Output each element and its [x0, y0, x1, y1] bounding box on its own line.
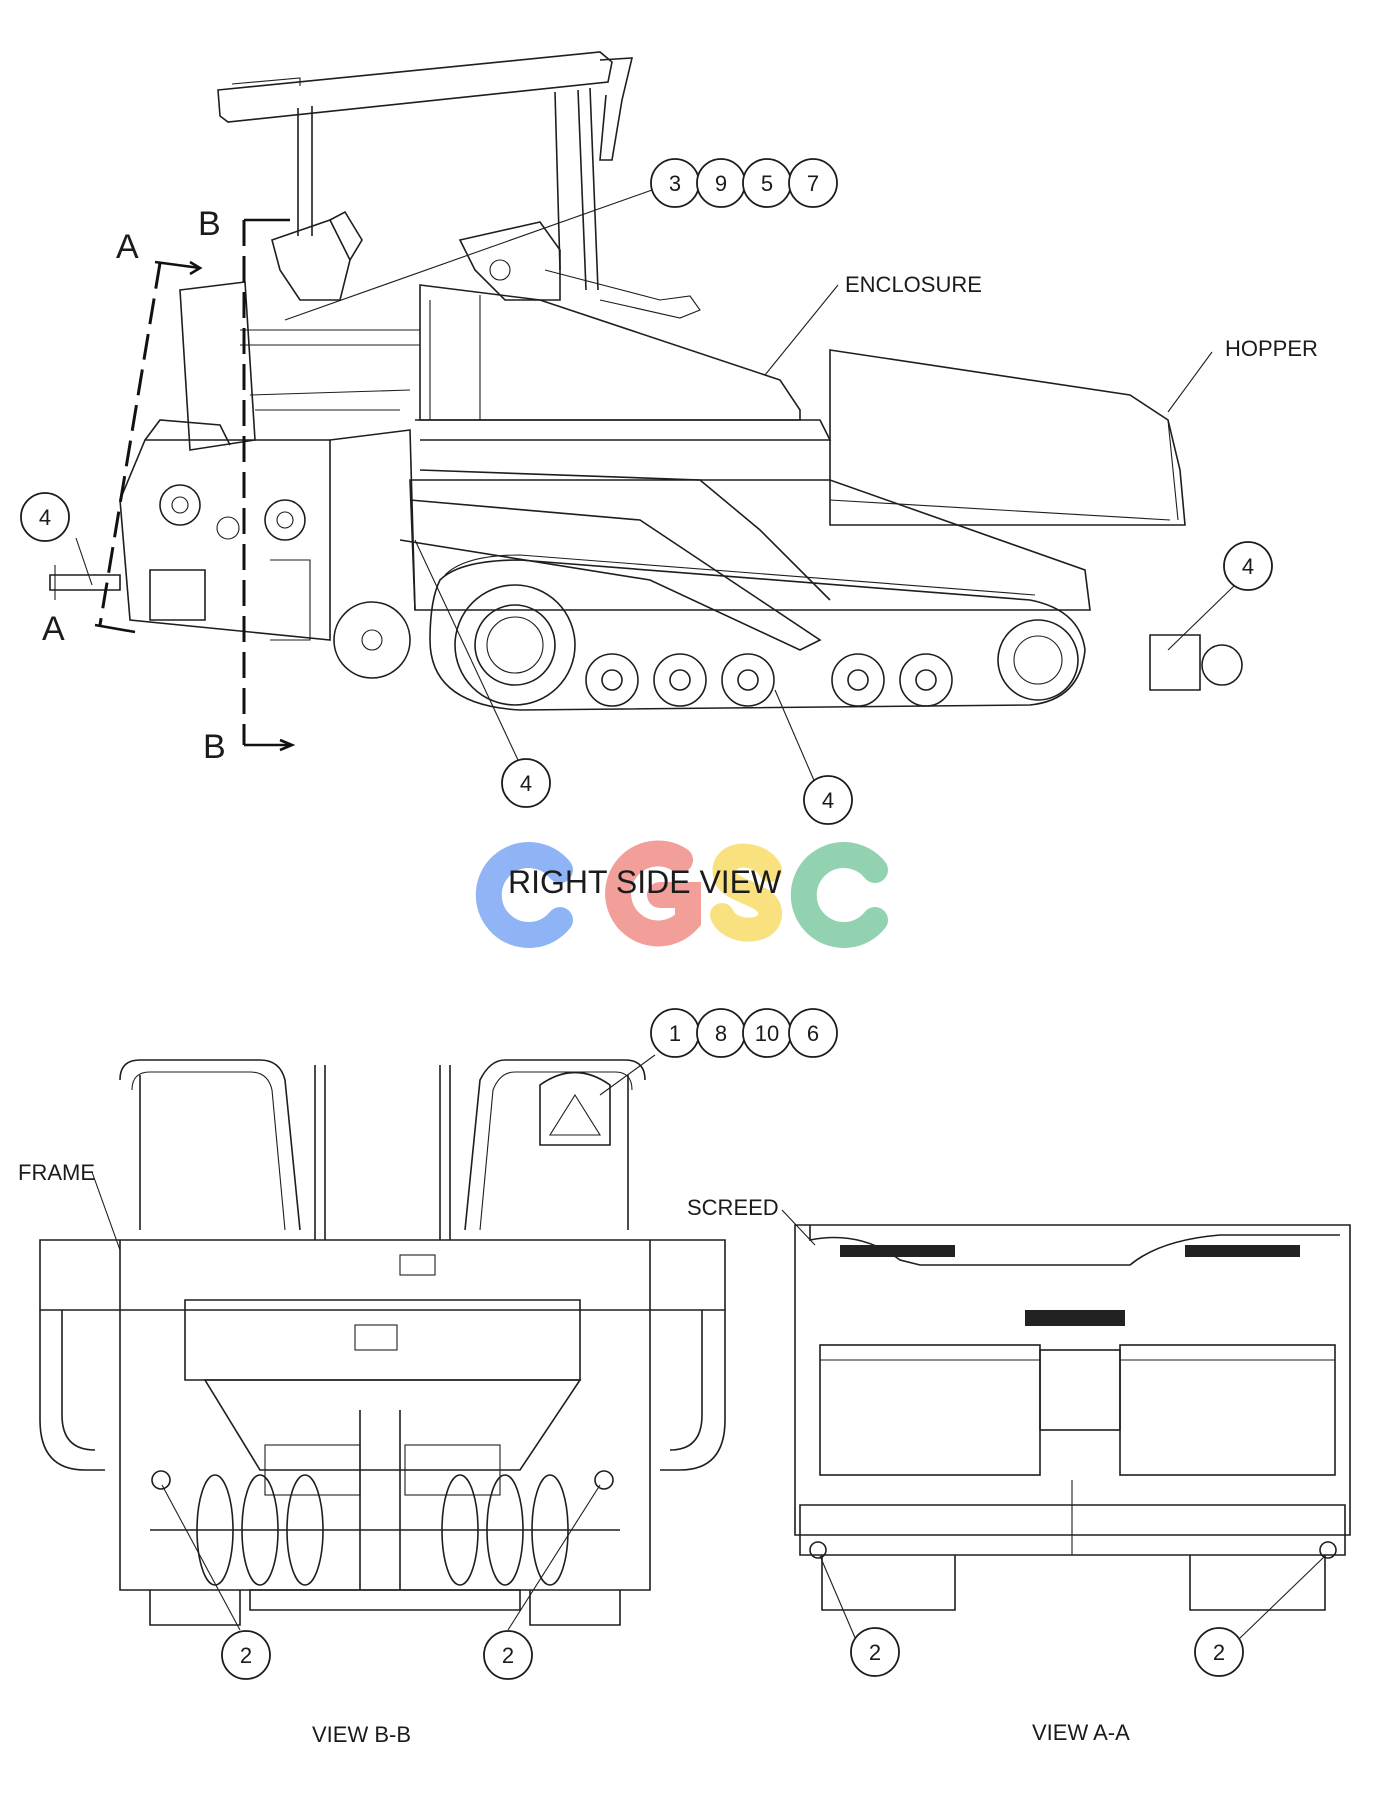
svg-text:7: 7: [807, 171, 819, 196]
svg-text:4: 4: [1242, 554, 1254, 579]
callout-2-aa-left: 2: [850, 1627, 900, 1677]
svg-text:5: 5: [761, 171, 773, 196]
svg-text:4: 4: [520, 771, 532, 796]
svg-text:10: 10: [755, 1021, 779, 1046]
callout-group-bb: 1 8 10 6: [650, 1008, 838, 1058]
section-b-label-top: B: [198, 205, 221, 243]
watermark-logo: [475, 840, 888, 948]
leader-lines-top: [75, 189, 1236, 786]
svg-text:2: 2: [240, 1643, 252, 1668]
right-side-view-title: RIGHT SIDE VIEW: [508, 864, 782, 900]
view-bb-drawing: [39, 1059, 726, 1626]
svg-text:2: 2: [869, 1640, 881, 1665]
label-hopper: HOPPER: [1225, 336, 1318, 361]
svg-text:4: 4: [39, 505, 51, 530]
callout-group-top: 3 9 5 7: [650, 158, 838, 208]
svg-text:9: 9: [715, 171, 727, 196]
view-aa-title: VIEW A-A: [1032, 1720, 1130, 1745]
section-b-label-bottom: B: [203, 728, 226, 766]
callout-4-mid: 4: [501, 758, 551, 808]
svg-text:2: 2: [502, 1643, 514, 1668]
callout-4-track: 4: [803, 775, 853, 825]
svg-text:1: 1: [669, 1021, 681, 1046]
callout-4-front: 4: [1223, 541, 1273, 591]
paver-side-drawing: [49, 51, 1243, 711]
view-aa-drawing: [794, 1224, 1351, 1611]
leader-lines-bb: [91, 1054, 656, 1631]
view-bb-title: VIEW B-B: [312, 1722, 411, 1747]
section-line-a: [94, 260, 203, 634]
label-enclosure: ENCLOSURE: [845, 272, 982, 297]
label-screed: SCREED: [687, 1195, 779, 1220]
svg-text:3: 3: [669, 171, 681, 196]
callout-2-bb-left: 2: [221, 1630, 271, 1680]
section-line-b: [242, 218, 296, 752]
svg-text:8: 8: [715, 1021, 727, 1046]
label-frame: FRAME: [18, 1160, 95, 1185]
svg-text:4: 4: [822, 788, 834, 813]
leader-lines-aa: [781, 1209, 1326, 1641]
callout-2-aa-right: 2: [1194, 1627, 1244, 1677]
section-a-label-top: A: [116, 228, 139, 266]
svg-text:2: 2: [1213, 1640, 1225, 1665]
callout-2-bb-right: 2: [483, 1630, 533, 1680]
svg-text:6: 6: [807, 1021, 819, 1046]
section-a-label-bottom: A: [42, 610, 65, 648]
callout-4-rear: 4: [20, 492, 70, 542]
